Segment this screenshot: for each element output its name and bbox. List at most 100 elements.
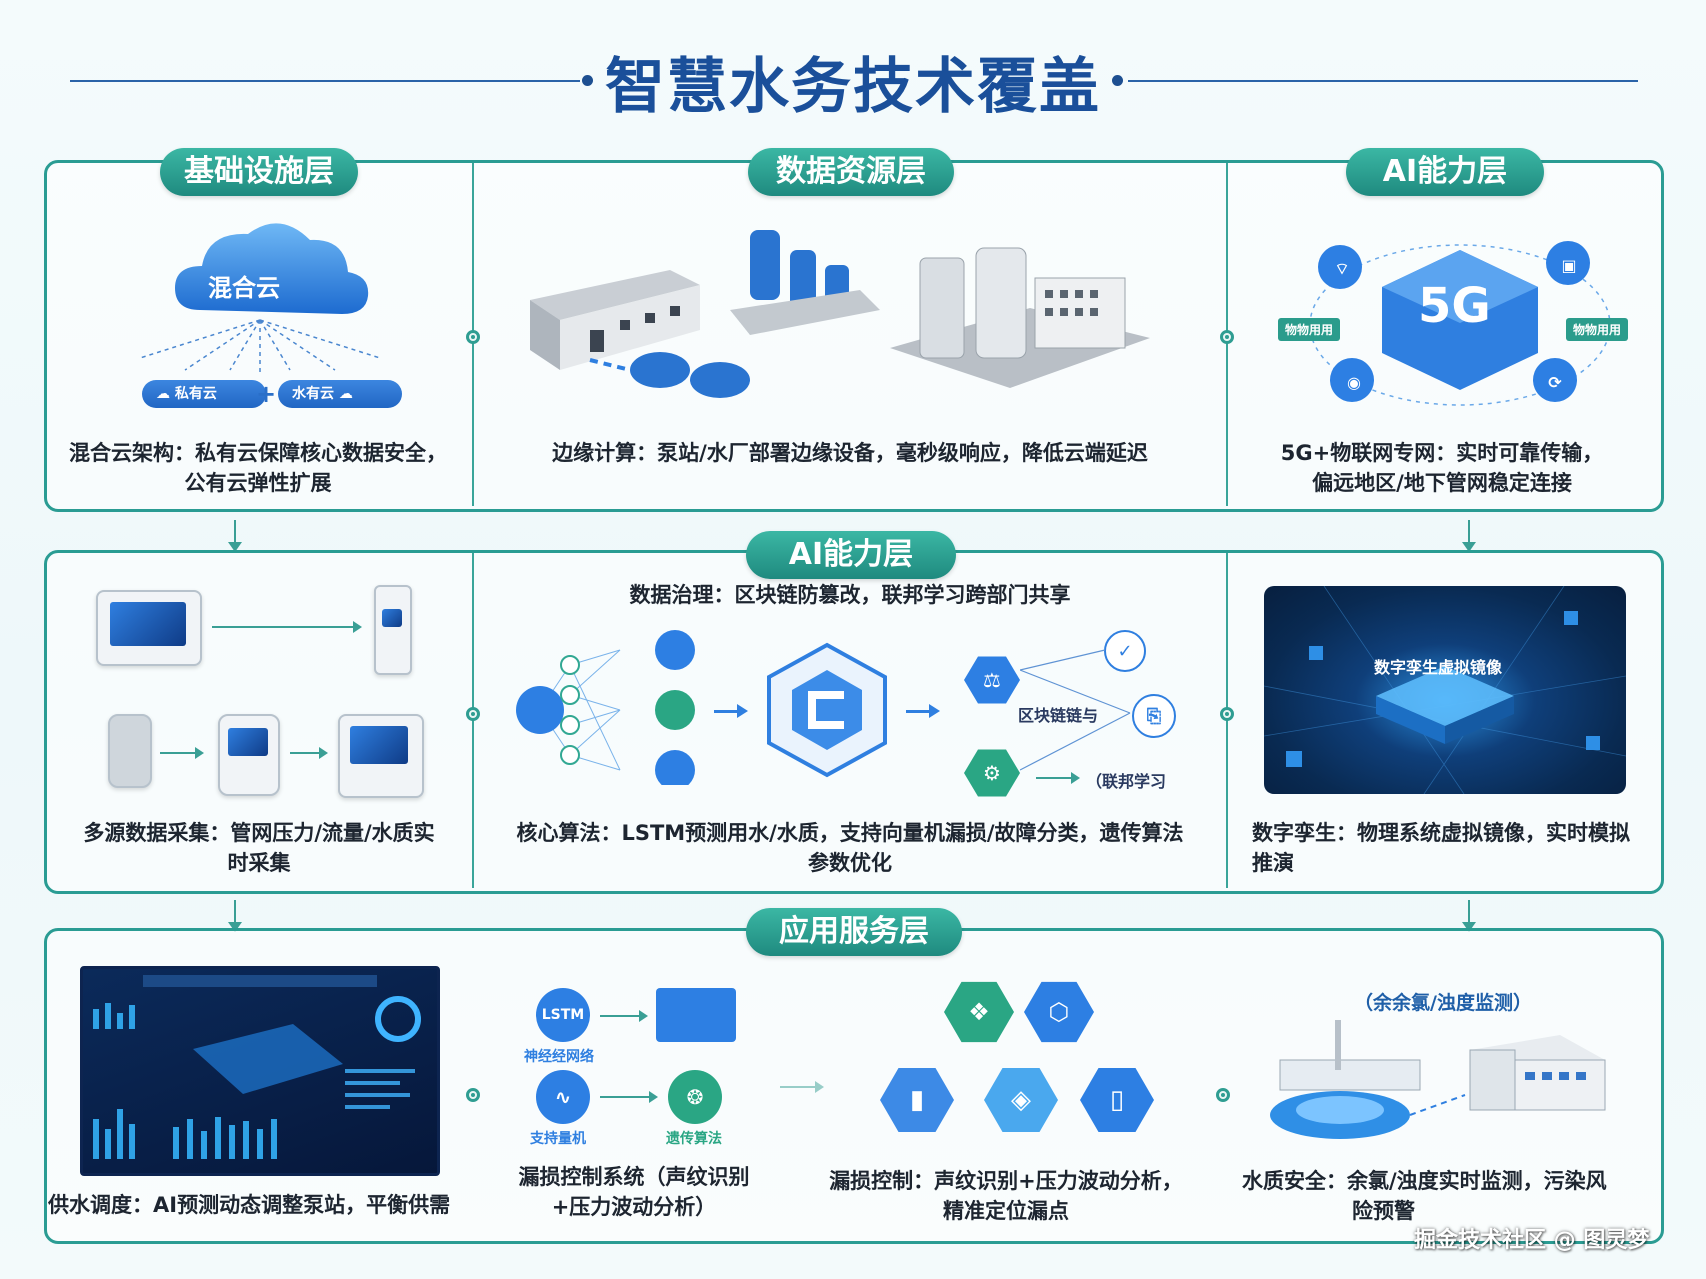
digital-twin-label: 数字孪生虚拟镜像 <box>1374 658 1503 677</box>
caption-line: 水质安全：余氯/浊度实时监测，污染风 <box>1242 1169 1607 1193</box>
blockchain-label: 区块链链与 <box>1018 706 1099 725</box>
federated-label: （联邦学习 <box>1086 772 1167 791</box>
caption-line: 5G+物联网专网：实时可靠传输， <box>1280 441 1604 465</box>
pump-station-illustration <box>530 230 880 398</box>
down-arrow <box>228 900 242 932</box>
caption-line: 参数优化 <box>808 851 892 875</box>
connector-dot <box>466 707 480 721</box>
caption-line: 精准定位漏点 <box>943 1199 1069 1223</box>
flow-arrow <box>906 704 940 718</box>
public-cloud-chip: 水有云 ☁ <box>278 380 402 408</box>
waveform-icon: ∿ <box>536 1070 590 1124</box>
caption-digital-twin: 数字孪生：物理系统虚拟镜像，实时模拟 推演 <box>1252 818 1652 878</box>
ledger-icon: ⎘ <box>1132 694 1176 738</box>
device-icon: ▣ <box>1561 255 1577 275</box>
connector-dot <box>466 1088 480 1102</box>
caption-line: 公有云弹性扩展 <box>184 471 332 495</box>
lstm-icon: LSTM <box>536 988 590 1042</box>
prediction-panel <box>656 988 736 1042</box>
flow-arrow <box>290 747 328 759</box>
flow-arrow <box>212 621 362 633</box>
caption-line: 时采集 <box>227 851 291 875</box>
public-cloud-label: 水有云 <box>292 386 334 402</box>
caption-5g: 5G+物联网专网：实时可靠传输， 偏远地区/地下管网稳定连接 <box>1236 438 1648 498</box>
down-arrow <box>1462 520 1476 552</box>
caption-edge-computing: 边缘计算：泵站/水厂部署边缘设备，毫秒级响应，降低云端延迟 <box>552 441 1148 465</box>
caption-line: 混合云架构：私有云保障核心数据安全， <box>69 441 447 465</box>
ga-label: 遗传算法 <box>666 1131 722 1147</box>
caption-leak-control-system: 漏损控制系统（声纹识别 +压力波动分析） <box>494 1162 774 1222</box>
sensor-icon: ◉ <box>1347 372 1361 392</box>
caption-hybrid-cloud: 混合云架构：私有云保障核心数据安全， 公有云弹性扩展 <box>58 438 458 498</box>
flow-arrow <box>600 1091 658 1103</box>
title-dot-right <box>1112 75 1123 86</box>
quality-analyzer <box>218 714 280 796</box>
neural-network-label: 神经经网络 <box>524 1049 594 1065</box>
caption-core-algorithms: 核心算法：LSTM预测用水/水质，支持向量机漏损/故障分类，遗传算法 参数优化 <box>484 818 1216 878</box>
layer-badge-infrastructure: 基础设施层 <box>160 148 358 196</box>
layer-badge-ai-middle: AI能力层 <box>746 531 956 579</box>
flow-arrow <box>600 1010 648 1022</box>
plus-sign: + <box>256 380 277 408</box>
title-dot-left <box>582 75 593 86</box>
5g-label: 5G <box>1418 278 1491 334</box>
flow-meter <box>374 585 412 675</box>
caption-water-scheduling: 供水调度：AI预测动态调整泵站，平衡供需 <box>48 1193 451 1217</box>
down-arrow <box>228 520 242 552</box>
caption-line: 多源数据采集：管网压力/流量/水质实 <box>83 821 435 845</box>
connector-dot <box>1220 330 1234 344</box>
water-plant-illustration <box>890 247 1150 388</box>
hybrid-cloud-diagram <box>139 223 381 372</box>
caption-line: 数字孪生：物理系统虚拟镜像，实时模拟 <box>1252 821 1630 845</box>
pressure-sensor <box>108 714 152 788</box>
tag-left: 物物用用 <box>1278 318 1341 341</box>
monitor-terminal <box>96 590 202 666</box>
layer-badge-data-resource: 数据资源层 <box>748 148 954 196</box>
caption-line: 推演 <box>1252 851 1294 875</box>
scheduling-dashboard <box>80 966 440 1176</box>
private-cloud-chip: ☁ 私有云 <box>142 380 266 408</box>
sync-icon: ⟳ <box>1548 372 1562 392</box>
layer-badge-ai-top: AI能力层 <box>1346 148 1544 196</box>
caption-data-collection: 多源数据采集：管网压力/流量/水质实 时采集 <box>64 818 454 878</box>
layer-badge-application: 应用服务层 <box>746 908 962 956</box>
flow-arrow <box>714 704 748 718</box>
city-grid-graphic <box>1264 586 1626 794</box>
wifi-icon: ⌔ <box>1334 259 1350 278</box>
digital-twin-image: 数字孪生虚拟镜像 <box>1264 586 1626 794</box>
svm-label: 支持量机 <box>530 1131 586 1147</box>
water-treatment-illustration <box>1270 1020 1606 1139</box>
connector-dot <box>1220 707 1234 721</box>
connector-dot <box>466 330 480 344</box>
neural-network-diagram <box>516 630 695 785</box>
watermark: 掘金技术社区 @ 图灵梦 <box>1414 1228 1650 1253</box>
cloud-icon: ☁ <box>156 386 175 402</box>
caption-line: 漏损控制：声纹识别+压力波动分析， <box>829 1169 1183 1193</box>
ai-chip-icon <box>767 642 887 778</box>
control-panel <box>338 714 424 798</box>
cloud-icon: ☁ <box>334 386 353 402</box>
connector-dot <box>1216 1088 1230 1102</box>
caption-line: 漏损控制系统（声纹识别 <box>518 1165 750 1189</box>
caption-leak-control: 漏损控制：声纹识别+压力波动分析， 精准定位漏点 <box>806 1166 1206 1226</box>
caption-water-quality: 水质安全：余氯/浊度实时监测，污染风 险预警 <box>1242 1166 1646 1226</box>
blockchain-links <box>1020 649 1131 771</box>
caption-line: +压力波动分析） <box>551 1195 717 1219</box>
genetic-algorithm-icon: ❂ <box>668 1070 722 1124</box>
title-line-right <box>1128 80 1638 82</box>
flow-arrow <box>780 1081 824 1093</box>
lstm-label: LSTM <box>541 1007 585 1023</box>
caption-line: 核心算法：LSTM预测用水/水质，支持向量机漏损/故障分类，遗传算法 <box>516 821 1184 845</box>
monitoring-label: （余余氯/浊度监测） <box>1354 992 1532 1014</box>
caption-line: 偏远地区/地下管网稳定连接 <box>1312 471 1572 495</box>
down-arrow <box>1462 900 1476 932</box>
verify-icon: ✓ <box>1104 630 1146 672</box>
title-line-left <box>70 80 580 82</box>
flow-arrow <box>1036 772 1080 784</box>
tag-right: 物物用用 <box>1566 318 1629 341</box>
shield-icon: ❖ <box>944 981 1014 1043</box>
dashboard-graphics <box>93 975 421 1159</box>
private-cloud-label: 私有云 <box>174 386 217 402</box>
caption-line: 险预警 <box>1352 1199 1415 1223</box>
cylinder-icon: ▯ <box>1080 1068 1154 1132</box>
